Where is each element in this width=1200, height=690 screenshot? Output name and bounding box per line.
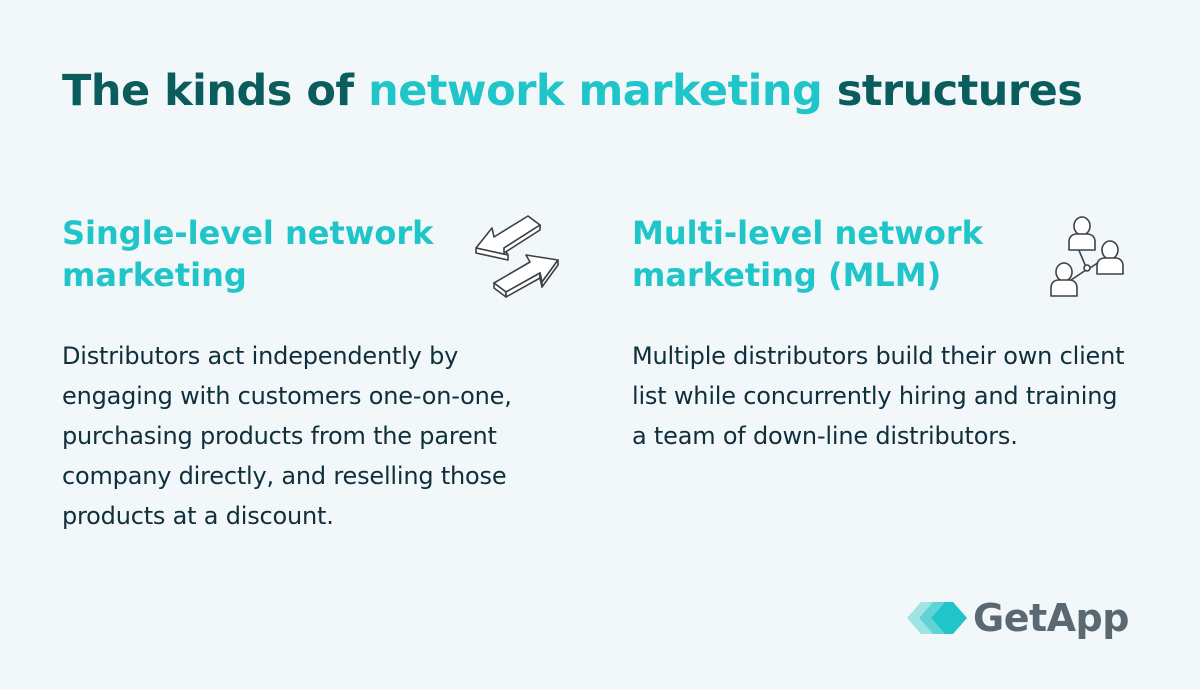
title-part-1: The kinds of bbox=[62, 66, 369, 116]
single-level-description: Distributors act independently by engagi… bbox=[62, 342, 512, 530]
single-level-section: Single-level network marketing Distribut… bbox=[62, 212, 582, 530]
getapp-logo-icon bbox=[907, 602, 967, 634]
two-way-arrows-icon bbox=[470, 210, 565, 300]
multi-level-heading: Multi-level network marketing (MLM) bbox=[632, 214, 983, 294]
title-part-2: structures bbox=[822, 66, 1083, 116]
single-level-heading: Single-level network marketing bbox=[62, 214, 434, 294]
title-highlight: network marketing bbox=[368, 66, 823, 116]
people-network-icon bbox=[1042, 212, 1132, 312]
getapp-logo: GetApp bbox=[905, 594, 1129, 642]
multi-level-description: Multiple distributors build their own cl… bbox=[632, 342, 1125, 450]
multi-level-section: Multi-level network marketing (MLM) Mult… bbox=[632, 212, 1152, 450]
brand-name: GetApp bbox=[973, 596, 1129, 640]
page-title: The kinds of network marketing structure… bbox=[62, 60, 1083, 122]
